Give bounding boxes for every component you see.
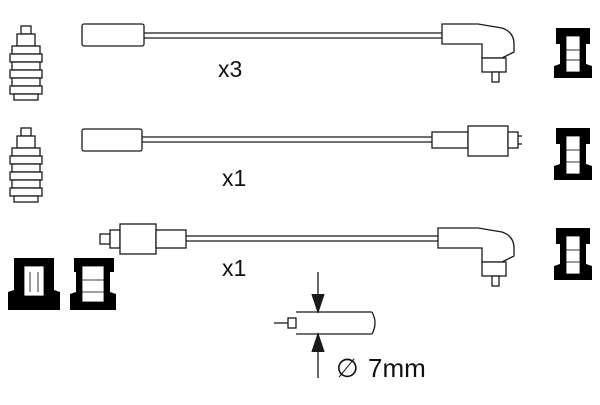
cable-diameter-indicator: [274, 272, 376, 378]
quantity-label-set3: x1: [222, 255, 247, 281]
diameter-value: 7mm: [368, 353, 426, 383]
coil-boot-left: [8, 258, 60, 310]
distributor-boot-2: [554, 128, 592, 180]
angled-boot: [437, 227, 515, 263]
boot-shroud: [481, 261, 507, 277]
straight-boot: [155, 229, 187, 249]
lead-set-3: [99, 223, 515, 287]
angled-boot: [441, 23, 515, 59]
lead-set-1: [81, 23, 515, 83]
distributor-boot-3: [554, 228, 592, 280]
spark-plug-boot-1: [9, 25, 43, 101]
terminal: [491, 275, 500, 287]
terminal: [507, 131, 519, 149]
terminal: [99, 233, 111, 245]
plug-boot-straight: [81, 23, 145, 47]
lead-set-2: [81, 125, 522, 157]
diameter-symbol: ∅: [336, 353, 359, 383]
boot-shroud: [481, 57, 507, 73]
straight-boot-body: [119, 223, 157, 255]
quantity-label-set1: x3: [218, 56, 243, 82]
spark-plug-boot-2: [9, 127, 43, 203]
straight-boot-body: [467, 125, 509, 157]
boot-shroud: [109, 229, 121, 249]
plug-boot-straight: [81, 128, 143, 152]
straight-boot: [431, 131, 469, 149]
coil-boot-right: [70, 258, 116, 310]
distributor-boot-1: [554, 28, 592, 78]
quantity-label-set2: x1: [222, 165, 247, 191]
terminal: [491, 71, 500, 83]
